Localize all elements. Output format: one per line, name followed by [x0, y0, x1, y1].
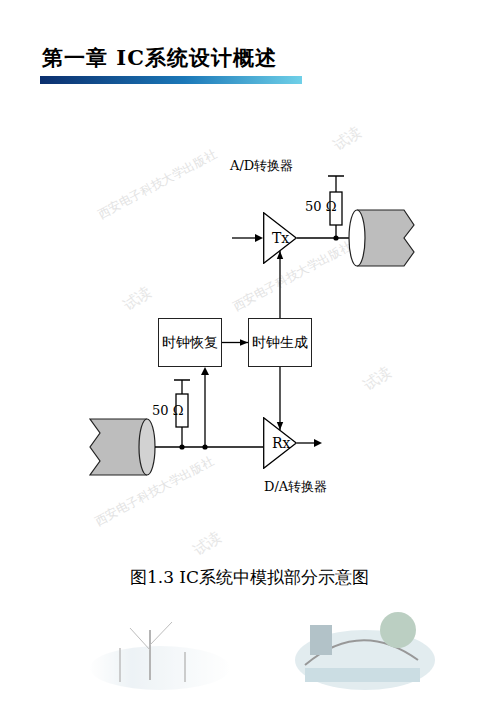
- wire: [181, 380, 182, 394]
- node-text: 时钟恢复: [162, 334, 218, 352]
- signal-arrow: [222, 342, 248, 343]
- cable-end: [139, 419, 155, 475]
- wire: [297, 442, 316, 443]
- signal-arrow: [279, 251, 280, 318]
- resistance-value: 50 Ω: [152, 403, 183, 418]
- node-text: Tx: [263, 230, 289, 246]
- scenery-right: [295, 612, 435, 690]
- watermark: 试读: [330, 123, 365, 156]
- process-box: 时钟恢复: [158, 318, 222, 367]
- wire: [204, 373, 205, 447]
- wire: [232, 237, 258, 238]
- node-text: Rx: [263, 435, 290, 451]
- process-box: 时钟生成: [248, 318, 312, 367]
- termination-bar: [174, 379, 190, 381]
- watermark: 西安电子科技大学出版社: [95, 146, 220, 223]
- component-label: A/D转换器: [230, 157, 293, 175]
- node-text: 时钟生成: [252, 334, 308, 352]
- wire: [181, 427, 182, 447]
- termination-bar: [328, 175, 344, 177]
- arrow-head: [201, 367, 209, 375]
- watermark: 试读: [360, 363, 395, 396]
- title-bar: [40, 76, 302, 84]
- wire: [297, 237, 357, 238]
- arrow-head: [255, 234, 263, 242]
- cable-end: [349, 210, 365, 266]
- watermark: 试读: [190, 528, 225, 561]
- scenery-left: [90, 622, 230, 690]
- arrow-head: [314, 439, 322, 447]
- component-label: D/A转换器: [264, 478, 327, 496]
- signal-arrow: [279, 367, 280, 430]
- resistance-value: 50 Ω: [305, 199, 336, 214]
- watermark: 试读: [120, 283, 155, 316]
- watermark: 西安电子科技大学出版社: [230, 238, 355, 315]
- chapter-title: 第一章 IC系统设计概述: [42, 44, 277, 72]
- wire: [155, 446, 263, 447]
- wire: [335, 176, 336, 192]
- wire: [335, 225, 336, 238]
- figure-caption: 图1.3 IC系统中模拟部分示意图: [0, 566, 499, 589]
